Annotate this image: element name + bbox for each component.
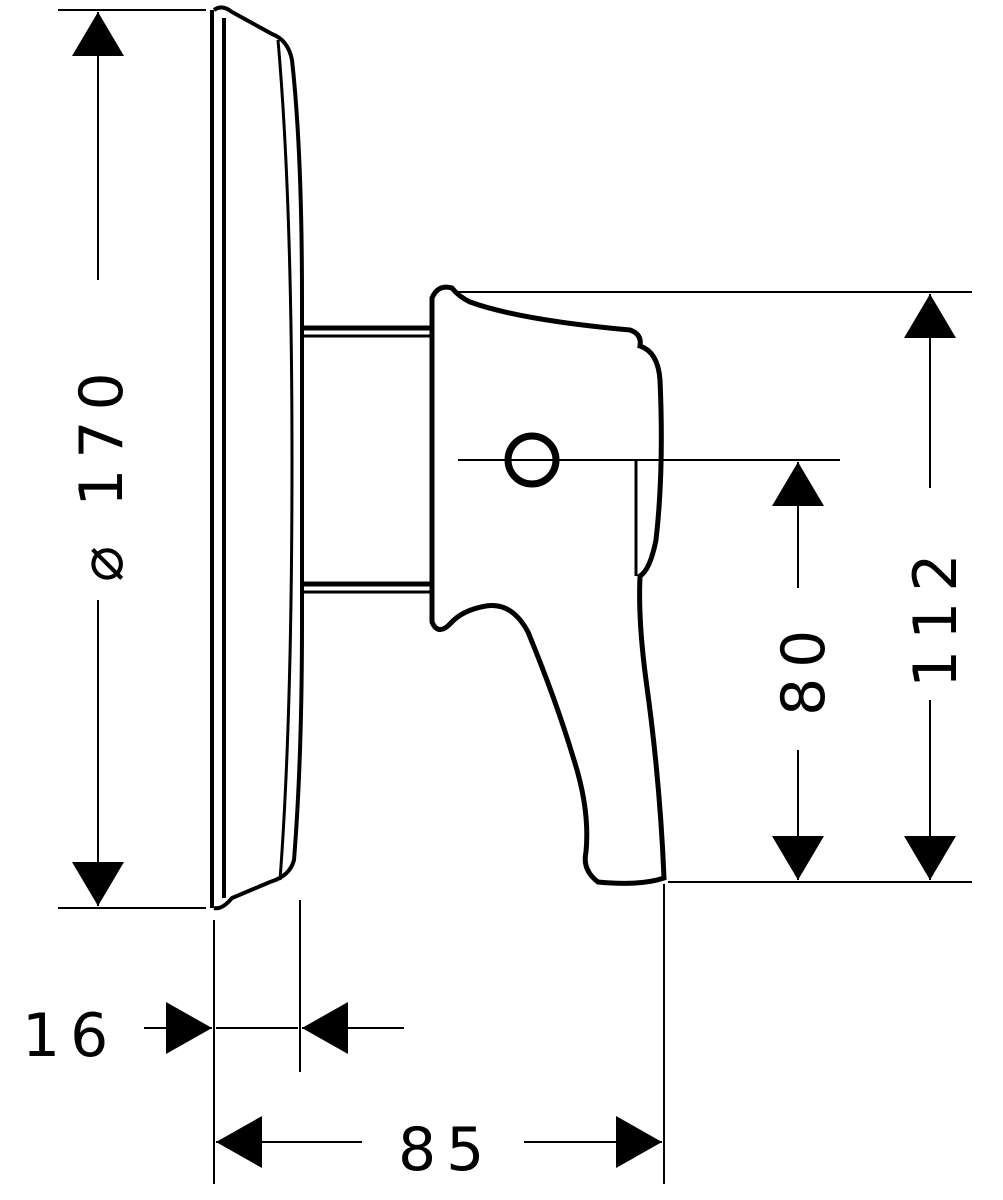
- plate-depth-label: 16: [22, 1001, 118, 1071]
- diameter-dimension: ⌀ 170: [58, 9, 206, 909]
- lever-handle: [429, 284, 667, 886]
- diameter-label: ⌀ 170: [67, 362, 137, 582]
- total-depth-dimension: 85: [216, 884, 665, 1185]
- height-axis-dimension: 80: [458, 459, 840, 880]
- plate-depth-dimension: 16: [22, 900, 404, 1184]
- total-depth-label: 85: [398, 1115, 494, 1185]
- valve-neck: [302, 325, 432, 594]
- wall-plate: [210, 5, 304, 911]
- height-total-label: 112: [901, 543, 971, 688]
- height-total-dimension: 112: [458, 291, 972, 883]
- height-axis-label: 80: [769, 620, 839, 716]
